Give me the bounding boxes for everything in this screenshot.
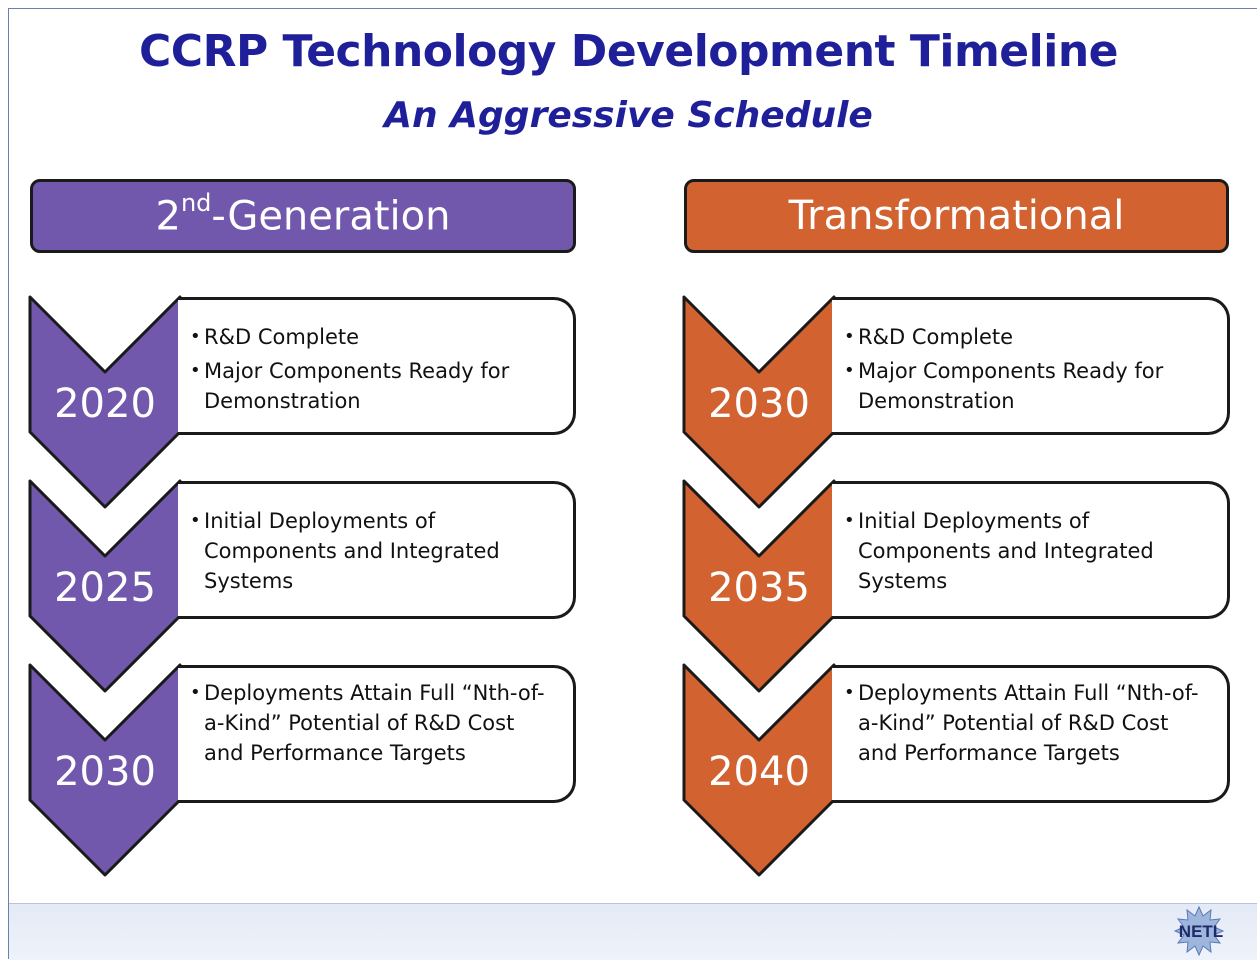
header-transformational: Transformational xyxy=(684,179,1229,253)
bullet-item: Initial Deployments of Components and In… xyxy=(190,506,555,596)
bullet-item: R&D Complete xyxy=(190,322,555,352)
footer-band xyxy=(9,903,1257,960)
chevron-2035: 2035 xyxy=(682,479,836,693)
milestone-card: Initial Deployments of Components and In… xyxy=(832,481,1230,619)
chevron-2040: 2040 xyxy=(682,663,836,877)
bullet-item: Initial Deployments of Components and In… xyxy=(844,506,1209,596)
netl-logo-icon: NETL xyxy=(1173,905,1225,957)
milestone-card: Deployments Attain Full “Nth-of-a-Kind” … xyxy=(832,665,1230,803)
header-2nd-generation-label: 2nd-Generation xyxy=(155,188,451,240)
year-label: 2030 xyxy=(54,749,156,795)
chevron-2030: 2030 xyxy=(682,295,836,509)
slide-frame xyxy=(8,8,1257,959)
bullet-item: R&D Complete xyxy=(844,322,1209,352)
page-subtitle: An Aggressive Schedule xyxy=(384,95,873,136)
bullet-item: Deployments Attain Full “Nth-of-a-Kind” … xyxy=(844,678,1209,768)
year-label: 2040 xyxy=(708,749,810,795)
chevron-2030: 2030 xyxy=(28,663,182,877)
netl-logo-text: NETL xyxy=(1179,922,1223,941)
chevron-2025: 2025 xyxy=(28,479,182,693)
year-label: 2035 xyxy=(708,565,810,611)
milestone-card: R&D Complete Major Components Ready for … xyxy=(832,297,1230,435)
page-title: CCRP Technology Development Timeline xyxy=(139,26,1118,77)
chevron-2020: 2020 xyxy=(28,295,182,509)
milestone-card: Deployments Attain Full “Nth-of-a-Kind” … xyxy=(178,665,576,803)
bullet-item: Major Components Ready for Demonstration xyxy=(190,356,555,416)
year-label: 2025 xyxy=(54,565,156,611)
header-transformational-label: Transformational xyxy=(788,193,1125,239)
year-label: 2030 xyxy=(708,381,810,427)
year-label: 2020 xyxy=(54,381,156,427)
bullet-item: Deployments Attain Full “Nth-of-a-Kind” … xyxy=(190,678,555,768)
header-2nd-generation: 2nd-Generation xyxy=(30,179,576,253)
bullet-item: Major Components Ready for Demonstration xyxy=(844,356,1209,416)
milestone-card: Initial Deployments of Components and In… xyxy=(178,481,576,619)
milestone-card: R&D Complete Major Components Ready for … xyxy=(178,297,576,435)
